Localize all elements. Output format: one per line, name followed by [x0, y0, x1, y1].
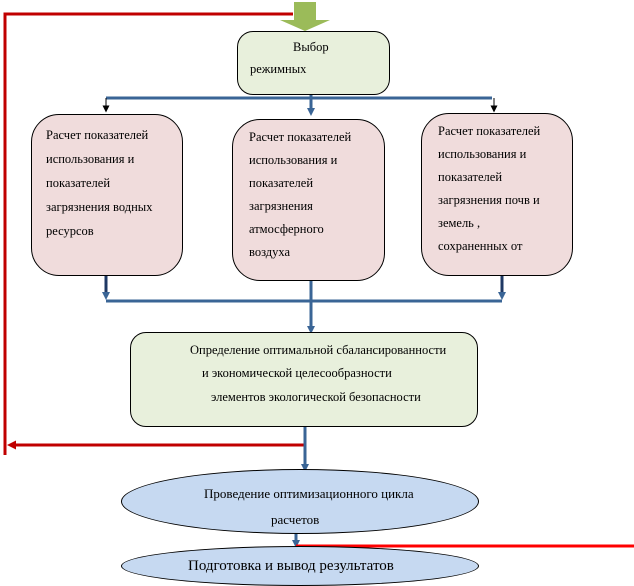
water-line: показателей: [46, 176, 111, 190]
air-line: воздуха: [249, 245, 291, 259]
soil-line: показателей: [438, 170, 503, 184]
water-text: Расчет показателей использования и показ…: [46, 123, 152, 243]
select-modes-box: Выбор режимных: [237, 31, 390, 95]
water-resources-box: Расчет показателей использования и показ…: [31, 114, 183, 276]
start-arrow: [280, 2, 330, 31]
soil-text: Расчет показателей использования и показ…: [438, 120, 540, 258]
output-label: Подготовка и вывод результатов: [188, 558, 394, 574]
soil-line: Расчет показателей: [438, 124, 541, 138]
water-line: загрязнения водных: [46, 200, 153, 214]
select-line2: режимных: [250, 62, 307, 76]
water-line: использования и: [46, 152, 135, 166]
water-line: Расчет показателей: [46, 128, 149, 142]
air-box: Расчет показателей использования и показ…: [232, 119, 385, 281]
optimum-line3: элементов экологической безопасности: [211, 390, 421, 404]
optimum-line1: Определение оптимальной сбалансированнос…: [190, 343, 447, 357]
air-text: Расчет показателей использования и показ…: [249, 126, 351, 264]
air-line: использования и: [249, 153, 338, 167]
optimum-balance-box: Определение оптимальной сбалансированнос…: [130, 332, 478, 427]
soil-line: земель ,: [438, 216, 481, 230]
soil-land-box: Расчет показателей использования и показ…: [421, 113, 573, 276]
air-line: Расчет показателей: [249, 130, 352, 144]
air-line: показателей: [249, 176, 314, 190]
optimum-line2: и экономической целесообразности: [202, 366, 392, 380]
air-line: атмосферного: [249, 222, 324, 236]
optimization-cycle-ellipse: Проведение оптимизационного цикла расчет…: [121, 469, 479, 534]
output-results-ellipse: Подготовка и вывод результатов: [121, 546, 479, 586]
select-line1: Выбор: [293, 40, 329, 54]
feedback-loop-line: [3, 12, 293, 455]
soil-line: сохраненных от: [438, 239, 523, 253]
air-line: загрязнения: [249, 199, 313, 213]
soil-line: загрязнения почв и: [438, 193, 540, 207]
water-line: ресурсов: [46, 224, 94, 238]
soil-line: использования и: [438, 147, 527, 161]
cycle-line2: расчетов: [271, 512, 320, 527]
cycle-line1: Проведение оптимизационного цикла: [204, 486, 414, 501]
